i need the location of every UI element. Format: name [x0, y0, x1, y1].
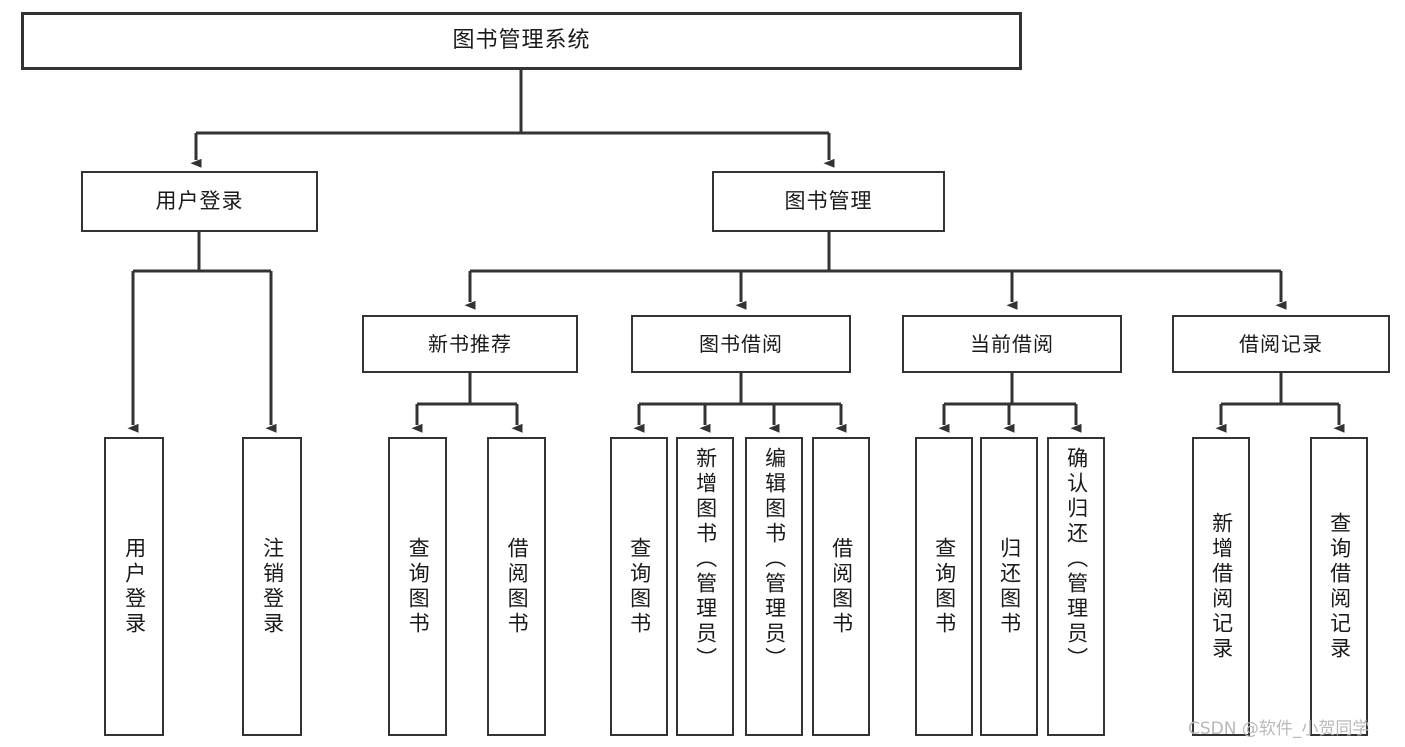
node-label: 借阅图书 [505, 536, 530, 637]
leaf-current-query-book[interactable]: 查询图书 [915, 437, 973, 736]
node-label: 查询图书 [406, 536, 431, 637]
node-label: 查询借阅记录 [1327, 511, 1352, 662]
node-book-borrow[interactable]: 图书借阅 [631, 315, 851, 373]
node-book-management[interactable]: 图书管理 [712, 171, 945, 232]
node-label: 用户登录 [122, 536, 147, 637]
node-label: 图书管理 [784, 189, 873, 214]
node-label: 新增图书（管理员） [693, 447, 718, 672]
watermark-text: CSDN @软件_小贺同学 [1188, 719, 1370, 739]
node-label: 查询图书 [932, 536, 957, 637]
node-current-borrow[interactable]: 当前借阅 [902, 315, 1122, 373]
node-label: 用户登录 [155, 189, 244, 214]
node-label: 新增借阅记录 [1209, 511, 1234, 662]
leaf-record-query-record[interactable]: 查询借阅记录 [1310, 437, 1368, 736]
node-user-login[interactable]: 用户登录 [81, 171, 318, 232]
node-label: 借阅图书 [829, 536, 854, 637]
node-root-system[interactable]: 图书管理系统 [21, 12, 1022, 70]
leaf-borrow-add-book-admin[interactable]: 新增图书（管理员） [676, 437, 734, 736]
node-borrow-record[interactable]: 借阅记录 [1172, 315, 1390, 373]
node-label: 借阅记录 [1239, 331, 1323, 356]
leaf-new-book-query[interactable]: 查询图书 [388, 437, 447, 736]
leaf-user-login-logout[interactable]: 注销登录 [242, 437, 302, 736]
node-label: 归还图书 [997, 536, 1022, 637]
leaf-new-book-borrow[interactable]: 借阅图书 [487, 437, 546, 736]
leaf-current-return-book[interactable]: 归还图书 [980, 437, 1038, 736]
node-label: 新书推荐 [428, 331, 512, 356]
node-label: 查询图书 [627, 536, 652, 637]
node-label: 注销登录 [260, 536, 285, 637]
node-label: 确认归还（管理员） [1064, 447, 1089, 672]
leaf-user-login-login[interactable]: 用户登录 [104, 437, 164, 736]
node-label: 当前借阅 [970, 331, 1054, 356]
leaf-record-add-record[interactable]: 新增借阅记录 [1192, 437, 1250, 736]
leaf-borrow-edit-book-admin[interactable]: 编辑图书（管理员） [745, 437, 803, 736]
node-label: 编辑图书（管理员） [762, 447, 787, 672]
node-new-book-recommend[interactable]: 新书推荐 [362, 315, 578, 373]
node-label: 图书借阅 [699, 331, 783, 356]
node-label: 图书管理系统 [452, 28, 591, 54]
leaf-borrow-borrow-book[interactable]: 借阅图书 [812, 437, 870, 736]
leaf-borrow-query-book[interactable]: 查询图书 [610, 437, 668, 736]
leaf-current-confirm-return-admin[interactable]: 确认归还（管理员） [1047, 437, 1105, 736]
